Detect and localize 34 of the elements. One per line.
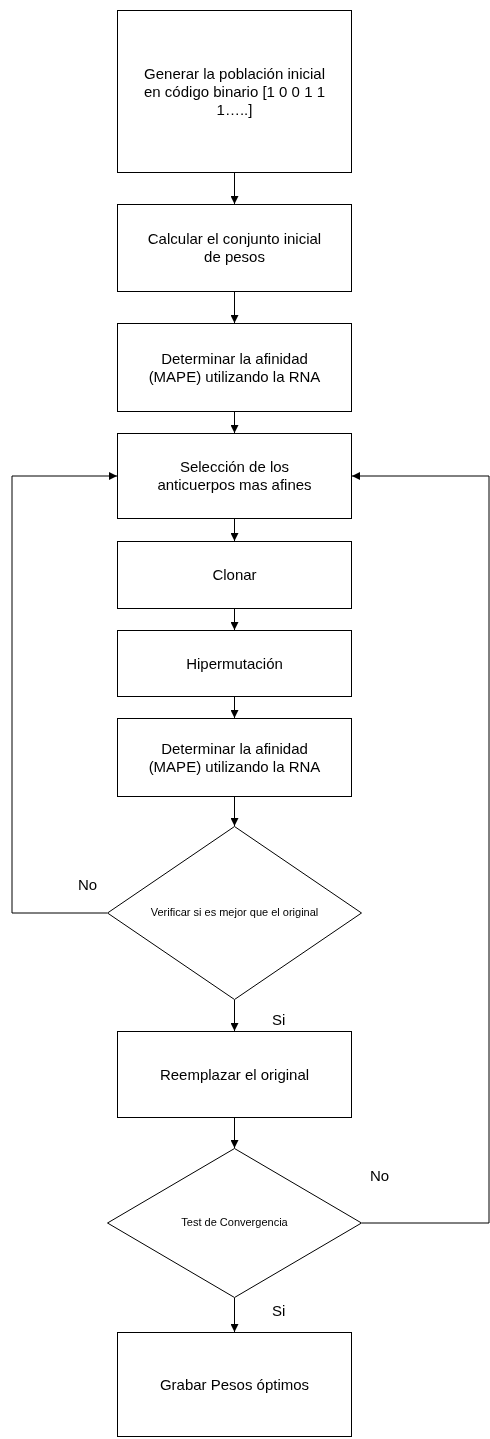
arrow <box>230 291 239 324</box>
arrow <box>230 1297 239 1333</box>
process-box <box>117 204 352 292</box>
box-text: Calcular el conjunto inicial de pesos <box>146 230 323 266</box>
box-text: Generar la población inicial en código binario [1 0 0 1 1 1…..] <box>143 64 326 119</box>
arrow <box>230 608 239 631</box>
process-box <box>117 1332 352 1437</box>
process-box <box>117 433 352 519</box>
box-text: Hipermutación <box>185 654 284 673</box>
arrow <box>230 172 239 205</box>
arrow <box>351 472 490 1224</box>
box-text: Reemplazar el original <box>158 1065 311 1084</box>
box-text: Determinar la afinidad (MAPE) utilizando la RNA <box>147 349 322 386</box>
arrow <box>230 1117 239 1149</box>
process-box <box>117 718 352 797</box>
box-text: Test de Convergencia <box>181 1216 288 1230</box>
box-text: Selección de los anticuerpos mas afines <box>156 458 313 494</box>
process-box <box>117 1031 352 1118</box>
arrow <box>230 696 239 719</box>
box-text: Verificar si es mejor que el original <box>150 906 319 920</box>
decision-diamond <box>107 826 362 1000</box>
arrow <box>230 411 239 434</box>
box-text: Determinar la afinidad (MAPE) utilizando la RNA <box>147 739 322 776</box>
arrow <box>230 999 239 1032</box>
process-box <box>117 630 352 697</box>
arrow <box>230 518 239 542</box>
arrow <box>11 472 118 914</box>
process-box <box>117 10 352 173</box>
process-box <box>117 323 352 412</box>
box-text: Clonar <box>211 566 258 584</box>
arrow <box>230 796 239 827</box>
decision-diamond <box>107 1148 362 1298</box>
process-box <box>117 541 352 609</box>
box-text: Grabar Pesos óptimos <box>158 1375 311 1394</box>
